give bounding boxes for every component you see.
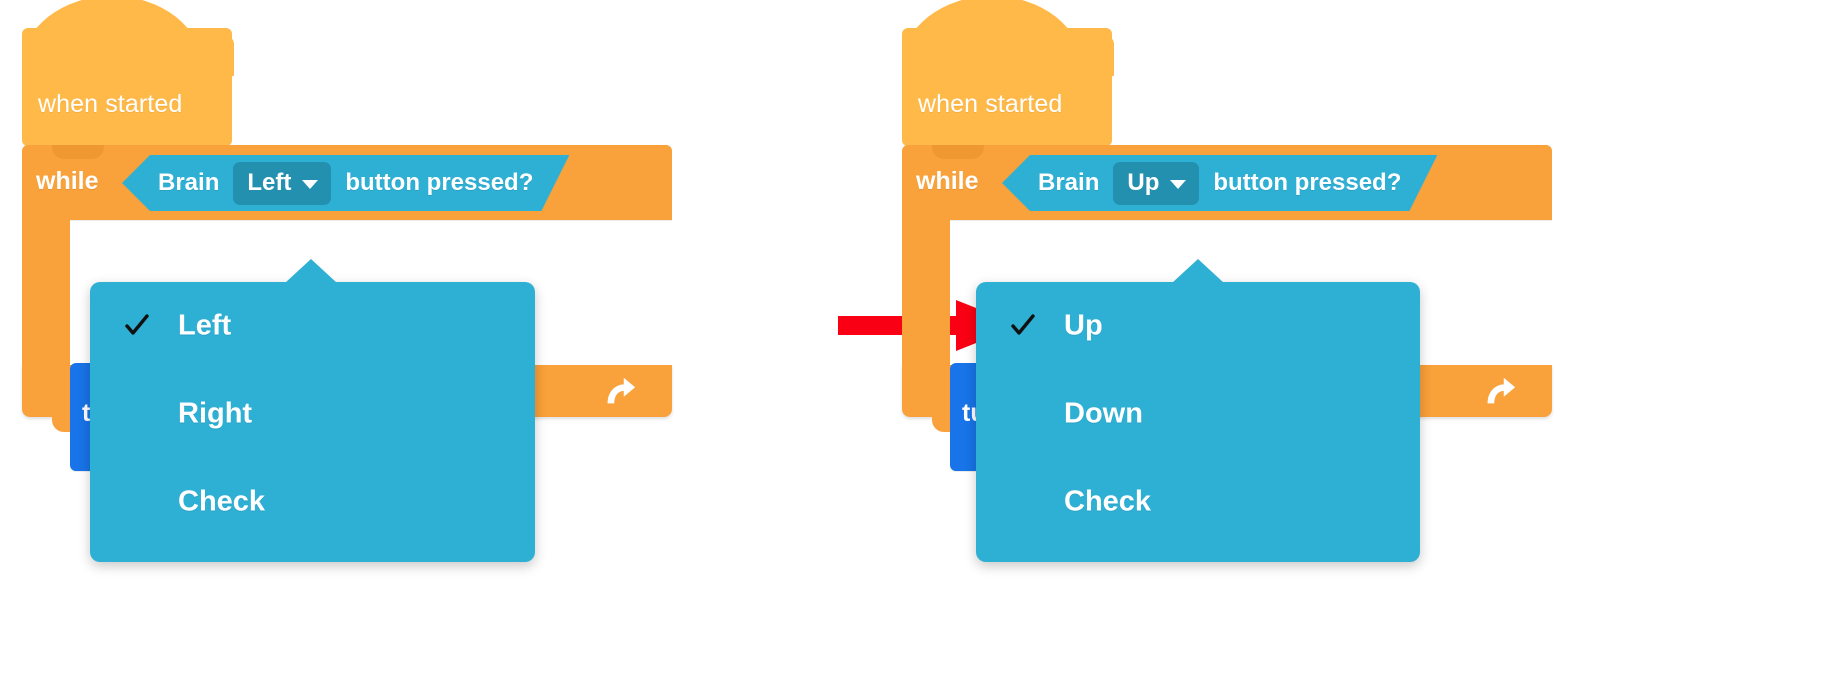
menu-item-label-1: Right	[178, 397, 253, 430]
dropdown-pointer	[285, 259, 337, 283]
hat-block-label-after: when started	[918, 90, 1063, 118]
condition-dropdown-value-after: Up	[1127, 168, 1160, 196]
menu-item-1[interactable]: Down	[976, 370, 1420, 458]
condition-prefix-label-after: Brain	[1038, 169, 1100, 196]
boolean-condition-hexagon[interactable]: Brain Left button pressed?	[122, 155, 569, 211]
menu-item-label-1: Down	[1064, 397, 1143, 430]
while-keyword: while	[36, 167, 99, 195]
condition-dropdown-field[interactable]: Left	[233, 162, 331, 205]
boolean-condition-hexagon-after[interactable]: Brain Up button pressed?	[1002, 155, 1437, 211]
while-block-left-spine	[22, 220, 70, 365]
while-block-header[interactable]: while Brain Left button pressed?	[22, 145, 672, 220]
menu-item-0[interactable]: Up	[976, 282, 1420, 370]
chevron-down-icon	[302, 180, 318, 189]
checkmark-icon	[125, 314, 149, 335]
menu-item-2[interactable]: Check	[976, 458, 1420, 546]
while-block-left-spine-after	[902, 220, 950, 365]
dropdown-pointer	[1172, 259, 1224, 283]
checkmark-icon	[1011, 314, 1035, 335]
panel-after: when started while Brain Up button press…	[880, 0, 1740, 698]
dropdown-menu-after[interactable]: Up Down Check	[976, 259, 1420, 562]
condition-dropdown-field-after[interactable]: Up	[1113, 162, 1199, 205]
loop-arrow-icon	[607, 377, 636, 404]
panel-before: when started while Brain Left button pre…	[0, 0, 860, 698]
hat-dome-cap	[172, 36, 234, 76]
menu-item-label-2: Check	[1064, 485, 1152, 518]
while-top-notch	[52, 145, 104, 159]
dropdown-menu-before[interactable]: Left Right Check	[90, 259, 535, 562]
while-top-notch	[932, 145, 984, 159]
menu-item-label-0: Left	[178, 309, 232, 342]
hat-block-when-started[interactable]: when started	[22, 0, 234, 161]
menu-item-1[interactable]: Right	[90, 370, 535, 458]
menu-item-2[interactable]: Check	[90, 458, 535, 546]
menu-item-label-0: Up	[1064, 309, 1103, 342]
while-keyword-after: while	[916, 167, 979, 195]
hat-dome-cap	[1052, 36, 1114, 76]
menu-item-0[interactable]: Left	[90, 282, 535, 370]
condition-suffix-label: button pressed?	[345, 169, 534, 196]
loop-arrow-icon	[1487, 377, 1516, 404]
hat-block-label: when started	[38, 90, 183, 118]
hat-block-when-started-after[interactable]: when started	[902, 0, 1114, 161]
condition-prefix-label: Brain	[158, 169, 220, 196]
condition-dropdown-value: Left	[247, 168, 292, 196]
while-block-header-after[interactable]: while Brain Up button pressed?	[902, 145, 1552, 220]
menu-item-label-2: Check	[178, 485, 266, 518]
chevron-down-icon	[1170, 180, 1186, 189]
condition-suffix-label-after: button pressed?	[1213, 169, 1402, 196]
